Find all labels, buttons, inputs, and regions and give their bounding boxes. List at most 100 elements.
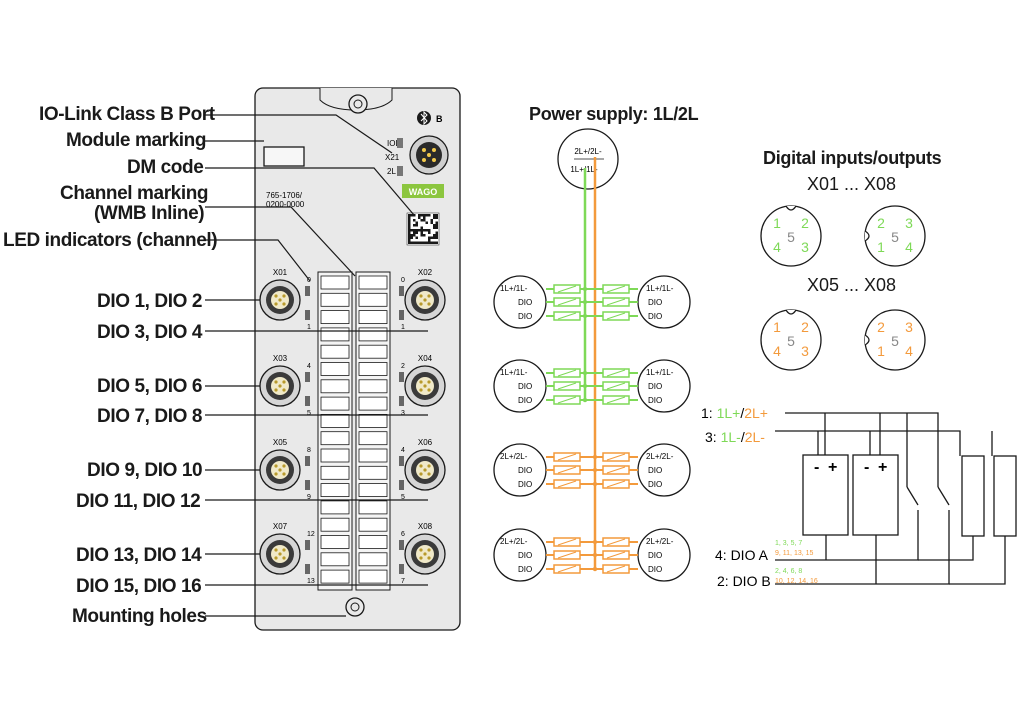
channel-marking-cell — [358, 448, 388, 463]
pin-number: 1 — [773, 215, 781, 231]
callout-dio-7-8: DIO 7, DIO 8 — [97, 406, 203, 427]
dio-label: DIO — [518, 312, 532, 321]
sensor-box-1 — [802, 454, 849, 536]
pin1-label: 1: 1L+/2L+ — [701, 405, 768, 421]
power-group-label: 2L+/2L- — [500, 452, 528, 461]
callout-dio-11-12: DIO 11, DIO 12 — [76, 491, 201, 512]
port-label: X07 — [273, 522, 288, 531]
dm-code-module — [410, 214, 413, 217]
channel-marking-cell — [320, 413, 350, 428]
pin-number: 5 — [787, 229, 795, 245]
b-label: B — [436, 114, 443, 124]
callout-module-marking: Module marking — [66, 130, 207, 151]
dm-code-module — [433, 224, 436, 227]
port-pin — [282, 294, 286, 298]
power-wire-mark — [557, 551, 577, 559]
dm-code-module — [413, 229, 416, 232]
channel-number: 13 — [307, 578, 315, 585]
power-node — [592, 481, 598, 487]
dm-code-module — [423, 214, 426, 217]
port-pin — [282, 556, 286, 560]
wiring-line — [785, 412, 939, 487]
channel-number: 6 — [401, 531, 405, 538]
dm-code-module — [418, 229, 421, 232]
power-wire-mark — [606, 312, 626, 320]
callout-dio-3-4: DIO 3, DIO 4 — [97, 322, 203, 343]
dm-code-module — [425, 229, 428, 232]
pin-number: 3 — [905, 319, 913, 335]
led-indicator — [399, 286, 404, 296]
channel-number: 4 — [307, 363, 311, 370]
sensor-1-minus: - — [814, 459, 819, 476]
dm-code-module — [418, 241, 421, 244]
x21-label: X21 — [385, 153, 400, 162]
port-pin — [278, 552, 282, 556]
dm-code-module — [408, 236, 411, 239]
dm-code-module — [435, 236, 438, 239]
dm-code-module — [423, 234, 426, 237]
channel-marking-cell — [358, 379, 388, 394]
port-pin — [278, 384, 282, 388]
mounting-hole-top — [348, 94, 368, 114]
channel-number: 1 — [401, 324, 405, 331]
dio-label: DIO — [518, 565, 532, 574]
power-wire-mark — [557, 480, 577, 488]
pin-number: 5 — [891, 229, 899, 245]
channel-marking-cell — [320, 379, 350, 394]
channel-marking-cell — [320, 517, 350, 532]
dio-a-green: 1, 3, 5, 7 — [775, 540, 802, 547]
channel-number: 7 — [401, 578, 405, 585]
dio-b-label: 2: DIO B — [717, 573, 771, 589]
power-node — [582, 299, 588, 305]
channel-marking-cell — [358, 310, 388, 325]
port-label: X01 — [273, 268, 288, 277]
power-group-label: 2L+/2L- — [500, 537, 528, 546]
channel-marking-cell — [358, 292, 388, 307]
callout-lines — [205, 114, 428, 617]
power-wire-mark — [557, 453, 577, 461]
sensor-1-plus: + — [828, 459, 837, 476]
2l-label: 2L — [387, 167, 396, 176]
led-indicator — [399, 480, 404, 490]
dio-label: DIO — [648, 551, 662, 560]
port-pin — [419, 302, 423, 306]
port-pin — [423, 384, 427, 388]
port-pin — [427, 548, 431, 552]
power-node — [592, 467, 598, 473]
dio-label: DIO — [648, 480, 662, 489]
channel-marking-cell — [320, 344, 350, 359]
dm-code-module — [433, 241, 436, 244]
power-group-label: 2L+/2L- — [646, 452, 674, 461]
port-pin — [427, 302, 431, 306]
dm-code-module — [408, 224, 411, 227]
pin-number: 2 — [801, 319, 809, 335]
dm-code-module — [423, 216, 426, 219]
channel-marking-cell — [358, 535, 388, 549]
channel-marking-cell — [320, 569, 350, 584]
wiring-line — [937, 486, 950, 506]
port-pin — [282, 548, 286, 552]
channel-marking-cell — [358, 344, 388, 359]
dm-code-module — [410, 234, 413, 237]
power-node — [582, 370, 588, 376]
dm-code-module — [410, 241, 413, 244]
led-indicator — [305, 564, 310, 574]
pinout-key — [864, 230, 870, 242]
port-pin — [419, 294, 423, 298]
dm-code-module — [435, 226, 438, 229]
callout-channel-marking: Channel marking — [60, 183, 209, 204]
port-pin — [274, 556, 278, 560]
power-wire-mark — [606, 396, 626, 404]
channel-marking-cell — [320, 465, 350, 480]
led-indicator — [399, 456, 404, 466]
pin-number: 4 — [773, 343, 781, 359]
dm-code-module — [420, 234, 423, 237]
dio-label: DIO — [518, 480, 532, 489]
dio-label: DIO — [518, 382, 532, 391]
pin-number: 4 — [905, 343, 913, 359]
led-indicator — [399, 396, 404, 406]
dm-code-module — [408, 229, 411, 232]
